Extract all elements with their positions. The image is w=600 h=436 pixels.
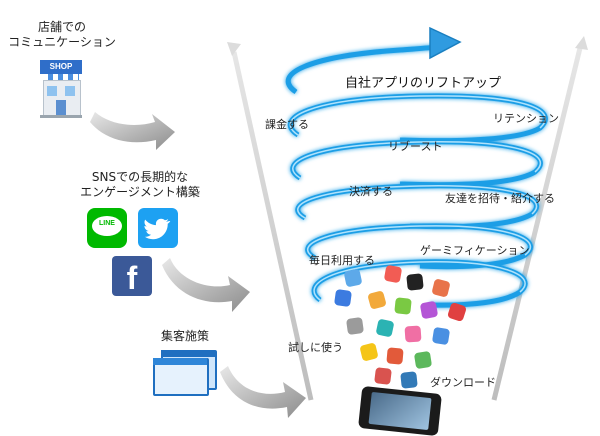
line-icon: LINE <box>87 208 127 248</box>
label-payment: 決済する <box>349 185 393 198</box>
app-icon <box>345 316 365 336</box>
app-icon <box>406 273 424 291</box>
line-icon-text: LINE <box>99 220 115 227</box>
app-icons-cloud <box>325 262 485 402</box>
spiral-arrowhead <box>429 26 462 60</box>
app-icon <box>400 371 418 389</box>
app-icon <box>333 288 353 308</box>
app-icon <box>431 278 451 298</box>
funnel-left-line <box>227 42 314 401</box>
facebook-icon-letter: f <box>126 260 138 296</box>
label-boost: リブースト <box>388 140 443 153</box>
funnel-right-line <box>491 36 588 401</box>
facebook-icon: f <box>112 256 152 296</box>
label-retention: リテンション <box>493 112 559 125</box>
ads-title-text: 集客施策 <box>160 329 209 343</box>
sns-title: SNSでの長期的な エンゲージメント構築 <box>55 170 225 200</box>
app-icon <box>446 301 468 323</box>
arrow-sns <box>162 258 250 312</box>
shop-icon: SHOP <box>40 60 82 118</box>
shop-sign: SHOP <box>40 60 82 74</box>
app-icon <box>367 290 387 310</box>
label-invite: 友達を招待・紹介する <box>445 192 555 205</box>
app-icon <box>413 350 433 370</box>
label-billing: 課金する <box>265 118 309 131</box>
app-icon <box>359 342 379 362</box>
app-icon <box>375 318 395 338</box>
label-trial: 試しに使う <box>288 341 343 354</box>
app-icon <box>431 326 451 346</box>
sns-title-line-1: SNSでの長期的な <box>91 170 189 184</box>
store-title-line-2: コミュニケーション <box>8 35 116 49</box>
ads-title: 集客施策 <box>145 329 225 344</box>
browser-window-icon <box>153 350 217 396</box>
app-icon <box>343 268 363 288</box>
twitter-icon <box>138 208 178 248</box>
app-icon <box>383 264 403 284</box>
app-icon <box>419 300 439 320</box>
arrow-store <box>90 112 175 150</box>
app-icon <box>386 347 404 365</box>
app-icon <box>404 325 422 343</box>
sns-title-line-2: エンゲージメント構築 <box>80 185 200 199</box>
label-download: ダウンロード <box>430 376 496 389</box>
label-daily-use: 毎日利用する <box>309 254 375 267</box>
arrow-ads <box>220 366 306 418</box>
store-title-line-1: 店舗での <box>37 20 86 34</box>
app-icon <box>394 297 412 315</box>
app-icon <box>374 367 392 385</box>
smartphone-icon <box>358 385 442 436</box>
store-title: 店舗での コミュニケーション <box>2 20 122 50</box>
spiral-highlight <box>289 95 546 301</box>
funnel-title: 自社アプリのリフトアップ <box>345 76 502 91</box>
label-gamification: ゲーミフィケーション <box>420 244 530 257</box>
